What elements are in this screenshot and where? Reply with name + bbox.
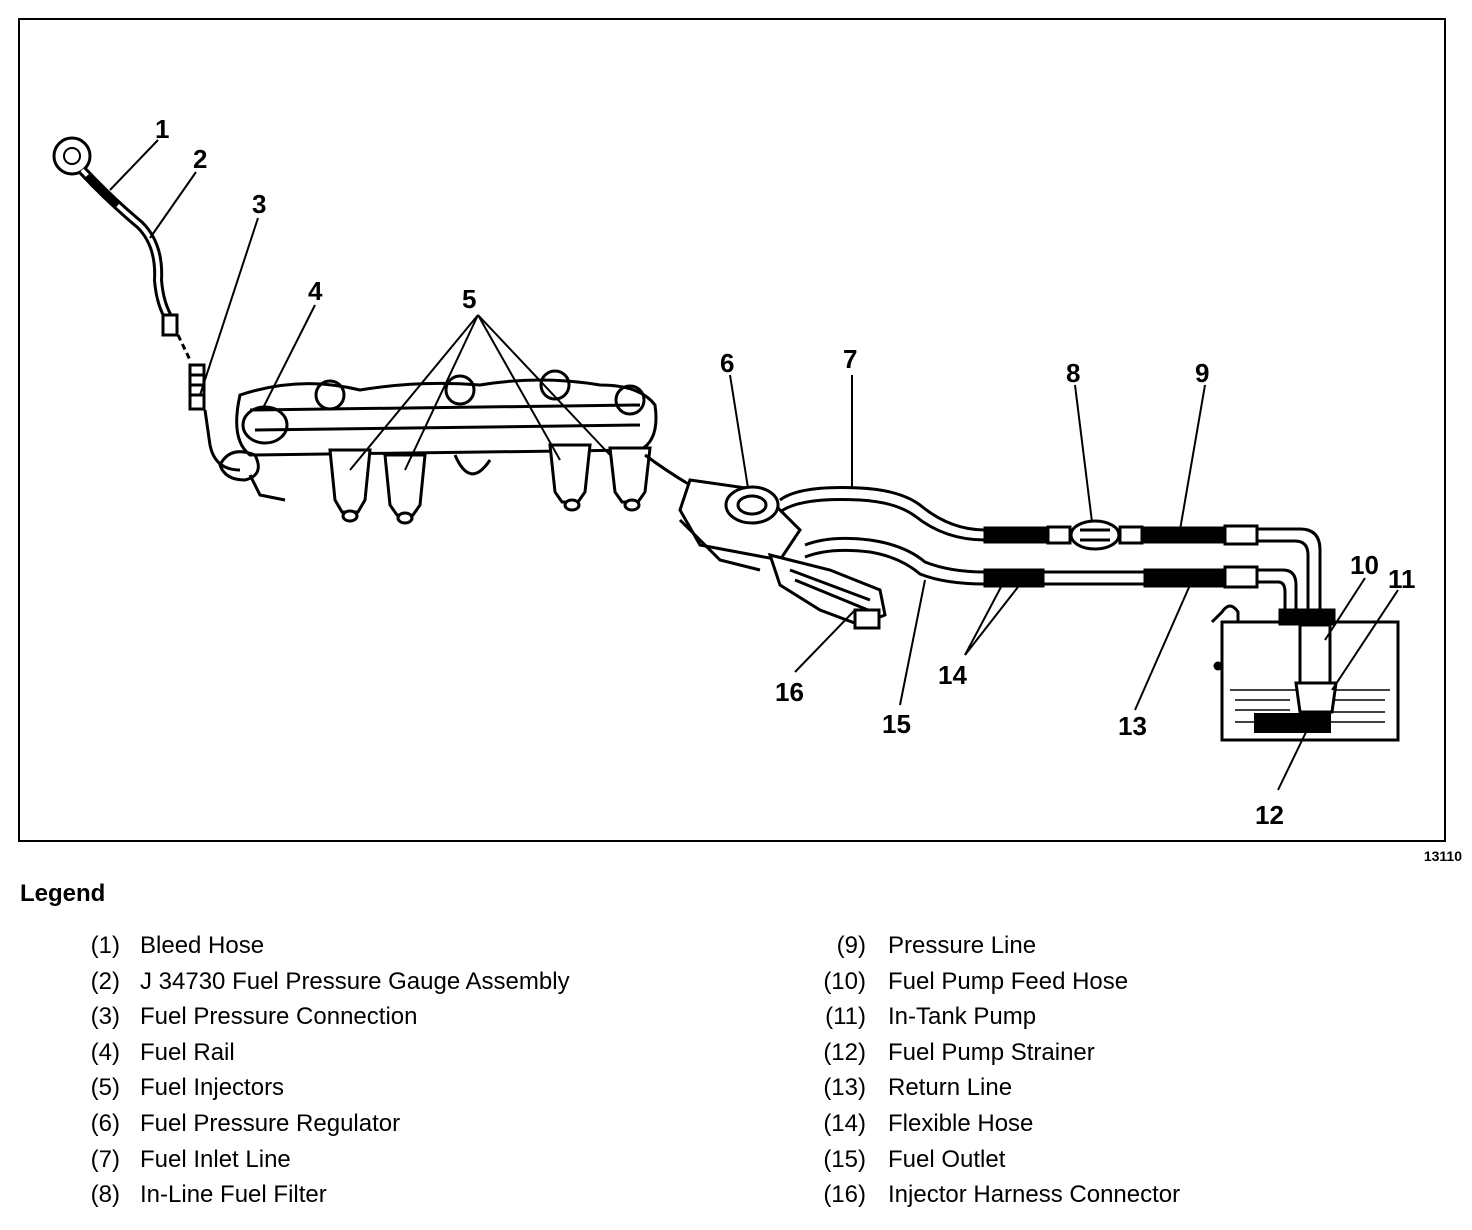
legend-item: (4) Fuel Rail	[84, 1037, 570, 1073]
injector-harness-connector	[767, 552, 887, 630]
legend-label: Fuel Rail	[140, 1038, 235, 1066]
legend-label: Flexible Hose	[888, 1109, 1034, 1137]
legend-number: (10)	[823, 967, 866, 995]
legend-number: (13)	[823, 1074, 866, 1102]
callout-12: 12	[1255, 800, 1284, 830]
legend-item: (16) Injector Harness Connector	[818, 1179, 1180, 1215]
callout-8: 8	[1066, 358, 1080, 388]
legend-number: (4)	[90, 1038, 120, 1066]
fuel-injector	[383, 453, 427, 525]
legend-label: In-Line Fuel Filter	[140, 1181, 327, 1209]
callout-14: 14	[938, 660, 967, 690]
fuel-pressure-regulator	[644, 453, 802, 572]
legend-number: (6)	[90, 1109, 120, 1137]
callout-16: 16	[775, 677, 804, 707]
legend-number: (11)	[825, 1003, 866, 1031]
fuel-rail-assembly	[203, 369, 658, 502]
fuel-injector	[548, 443, 592, 512]
callout-9: 9	[1195, 358, 1209, 388]
legend-number: (14)	[823, 1109, 866, 1137]
callout-7: 7	[843, 344, 857, 374]
legend-number: (8)	[90, 1181, 120, 1209]
legend-item: (2) J 34730 Fuel Pressure Gauge Assembly	[84, 966, 570, 1002]
in-tank-pump	[1278, 608, 1338, 714]
callout-3: 3	[252, 189, 266, 219]
legend-label: Fuel Pressure Regulator	[140, 1109, 401, 1137]
legend-number: (12)	[823, 1038, 866, 1066]
callout-4: 4	[308, 276, 323, 306]
callout-6: 6	[720, 348, 734, 378]
callout-5: 5	[462, 284, 476, 314]
legend-title: Legend	[20, 880, 106, 907]
legend-item: (11) In-Tank Pump	[818, 1001, 1180, 1037]
legend-item: (6) Fuel Pressure Regulator	[84, 1108, 570, 1144]
legend-number: (16)	[823, 1181, 866, 1209]
legend-number: (15)	[823, 1145, 866, 1173]
legend-item: (9) Pressure Line	[818, 930, 1180, 966]
legend-column-right: (9) Pressure Line (10) Fuel Pump Feed Hose…	[818, 930, 1180, 1215]
legend-label: Fuel Pump Strainer	[888, 1038, 1095, 1066]
figure-number: 13110	[1423, 848, 1462, 864]
fuel-injector	[608, 446, 652, 512]
legend-number: (2)	[90, 967, 120, 995]
callout-10: 10	[1350, 550, 1379, 580]
legend-number: (7)	[90, 1145, 120, 1173]
leader-lines	[109, 139, 1399, 791]
callout-15: 15	[882, 709, 911, 739]
fuel-pump-strainer	[1254, 713, 1331, 733]
legend-item: (12) Fuel Pump Strainer	[818, 1037, 1180, 1073]
legend-label: Fuel Injectors	[140, 1074, 285, 1102]
legend-item: (5) Fuel Injectors	[84, 1072, 570, 1108]
pressure-line	[1143, 524, 1322, 625]
legend-item: (1) Bleed Hose	[84, 930, 570, 966]
legend-label: Return Line	[888, 1074, 1013, 1102]
legend-item: (3) Fuel Pressure Connection	[84, 1001, 570, 1037]
fuel-pressure-gauge-assembly	[52, 136, 192, 361]
legend-label: J 34730 Fuel Pressure Gauge Assembly	[140, 967, 570, 995]
legend-label: Fuel Inlet Line	[140, 1145, 291, 1173]
legend-item: (13) Return Line	[818, 1072, 1180, 1108]
legend-label: Fuel Pump Feed Hose	[888, 967, 1129, 995]
fuel-inlet-line	[779, 486, 1055, 544]
legend-number: (5)	[90, 1074, 120, 1102]
callout-numbers: 1 2 3 4 5 6 7 8 9 10 11 12 13 14 15 16	[155, 114, 1416, 830]
legend-label: Injector Harness Connector	[888, 1181, 1181, 1209]
legend-label: Pressure Line	[888, 932, 1037, 959]
callout-11: 11	[1388, 564, 1416, 594]
legend-item: (15) Fuel Outlet	[818, 1144, 1180, 1180]
legend-label: Bleed Hose	[140, 932, 265, 959]
bleed-hose	[85, 173, 120, 208]
legend-item: (14) Flexible Hose	[818, 1108, 1180, 1144]
callout-13: 13	[1118, 711, 1147, 741]
fuel-pressure-connection	[188, 363, 206, 411]
legend-number: (9)	[836, 932, 866, 959]
legend-label: In-Tank Pump	[888, 1003, 1037, 1031]
legend-column-left: (1) Bleed Hose (2) J 34730 Fuel Pressure G…	[84, 930, 570, 1215]
fuel-injector	[328, 448, 372, 523]
legend-label: Fuel Pressure Connection	[140, 1003, 418, 1031]
callout-2: 2	[193, 144, 207, 174]
legend-number: (3)	[90, 1003, 120, 1031]
legend-item: (7) Fuel Inlet Line	[84, 1144, 570, 1180]
return-line	[804, 536, 1298, 625]
in-line-fuel-filter	[1046, 519, 1144, 551]
diagram-frame	[18, 18, 1446, 842]
callout-1: 1	[155, 114, 169, 144]
legend-item: (10) Fuel Pump Feed Hose	[818, 966, 1180, 1002]
legend-label: Fuel Outlet	[888, 1145, 1006, 1173]
legend-number: (1)	[90, 932, 120, 959]
legend-item: (8) In-Line Fuel Filter	[84, 1179, 570, 1215]
